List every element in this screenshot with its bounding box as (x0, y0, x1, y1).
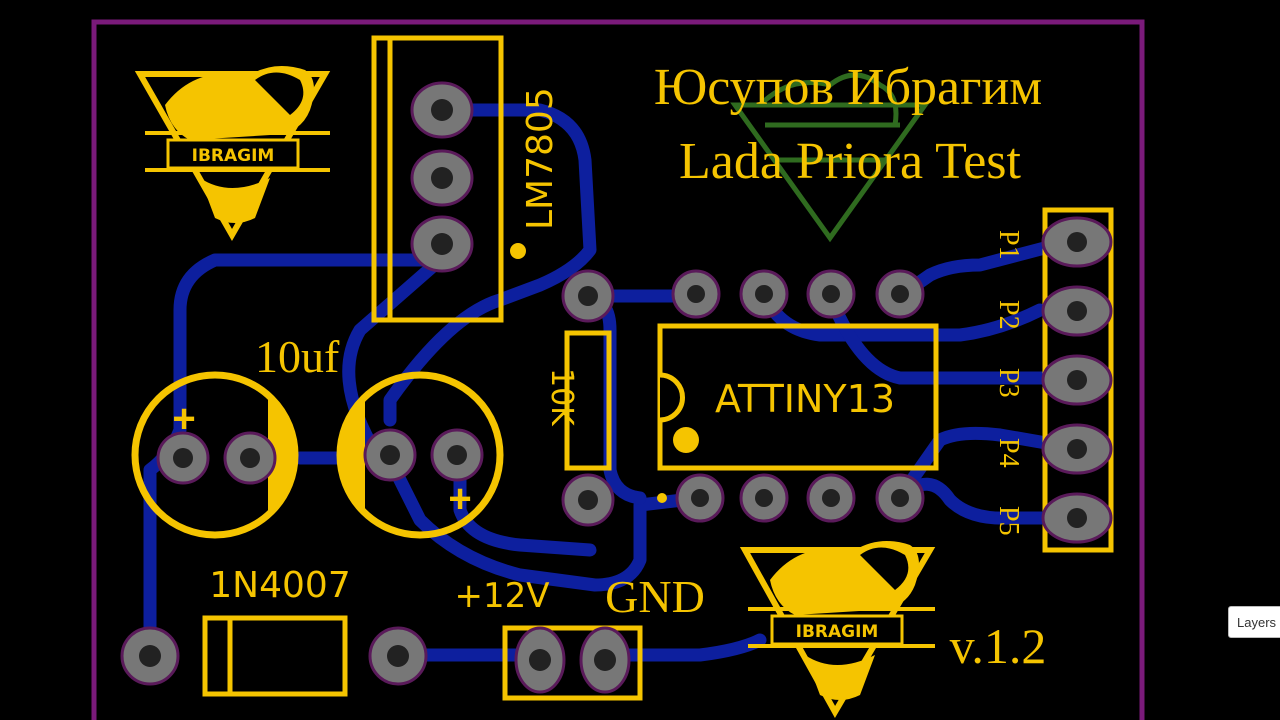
trace-p4 (893, 426, 1082, 504)
power-connector: +12V GND (454, 571, 705, 701)
regulator-lm7805: LM7805 (371, 35, 561, 323)
pin-label-p1: P1 (993, 230, 1024, 260)
mcu-label: ATTINY13 (715, 377, 895, 421)
regulator-label: LM7805 (520, 87, 561, 230)
header-name: Юсупов Ибрагим (654, 59, 1042, 116)
board-outline (91, 19, 1145, 720)
inner-layer-logo (730, 72, 930, 243)
pad-holes (139, 99, 1087, 671)
logo-text-bottom: IBRAGIM (796, 622, 879, 642)
ibragim-logo-bottom: IBRAGIM (739, 541, 936, 719)
trace-cap-down (383, 453, 707, 592)
layers-tab-button[interactable]: Layers (1228, 606, 1280, 638)
capacitor-left-plus: + (172, 397, 195, 441)
pin-label-p5: P5 (993, 506, 1024, 536)
resistor-10k: 10K (544, 330, 612, 471)
trace-gnd-bottom (598, 633, 767, 662)
power-plus-label: +12V (454, 576, 549, 616)
pin-label-p2: P2 (993, 300, 1024, 330)
capacitor-right-plus: + (448, 477, 471, 521)
diode-label: 1N4007 (209, 565, 350, 606)
logo-text-top: IBRAGIM (192, 146, 275, 166)
trace-to-bottom (453, 453, 597, 557)
capacitor-left: + (131, 371, 299, 539)
capacitor-label: 10uf (255, 331, 340, 382)
pin-label-p4: P4 (993, 438, 1024, 468)
diode-1n4007: 1N4007 (202, 565, 351, 697)
resistor-label: 10K (544, 368, 579, 427)
version-label: v.1.2 (950, 618, 1047, 674)
power-gnd-label: GND (605, 571, 705, 622)
ibragim-logo-top: IBRAGIM (134, 66, 331, 242)
capacitor-right: + (336, 371, 504, 539)
trace-p1 (893, 233, 1082, 303)
trace-vcc-reg (383, 103, 597, 427)
trace-p2 (758, 289, 1047, 342)
header-project: Lada Priora Test (679, 133, 1022, 190)
mcu-attiny13: ATTINY13 (657, 323, 939, 503)
pin-label-p3: P3 (993, 368, 1024, 398)
